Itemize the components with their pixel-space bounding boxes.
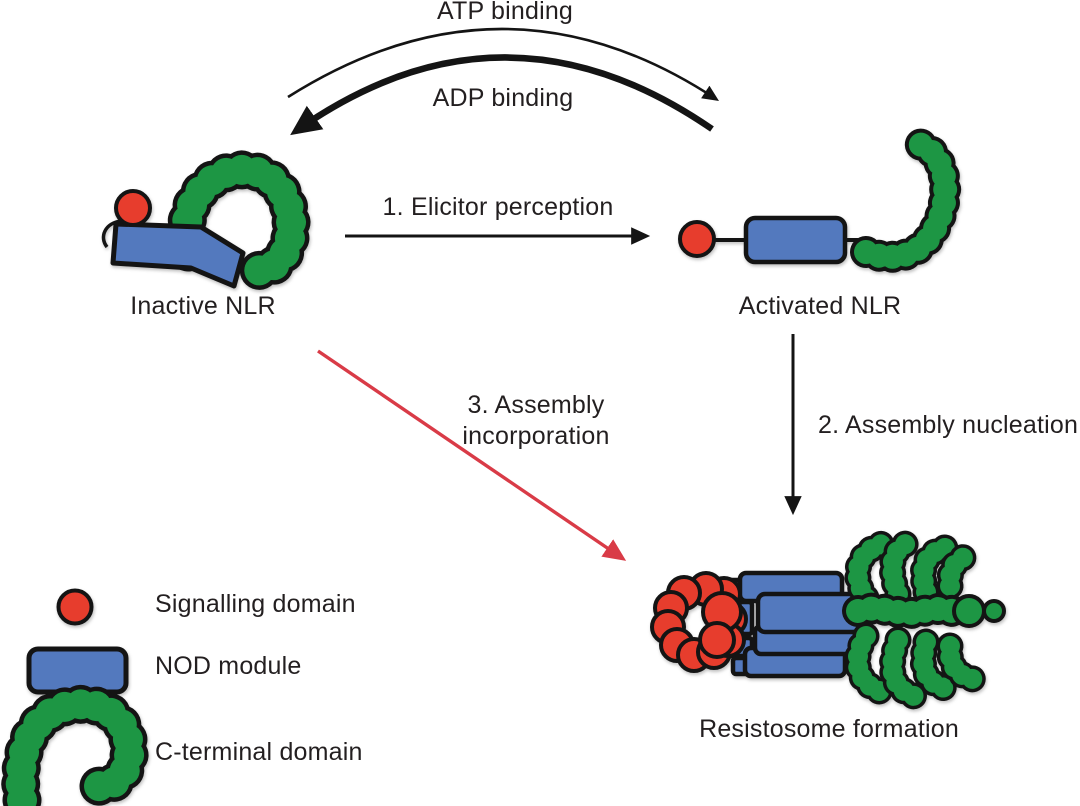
worm <box>171 154 307 286</box>
inactive-c-terminal-domain <box>166 150 311 290</box>
worm <box>854 131 958 269</box>
assembly-incorporation-arrow <box>317 349 627 561</box>
activated-c-terminal-domain <box>850 127 962 273</box>
signalling-domain-icon <box>56 588 94 626</box>
assembly-incorporation-label: 3. Assembly incorporation <box>462 391 610 450</box>
resistosome-signalling-rosette <box>650 571 748 673</box>
worm <box>913 632 959 699</box>
worm <box>847 626 892 702</box>
chain-end-bead <box>982 599 1006 623</box>
c-terminal-domain-icon <box>1 684 149 806</box>
atp-binding-arrow <box>287 27 720 101</box>
resistosome-molecule <box>650 526 1006 710</box>
adp-binding-label: ADP binding <box>432 84 574 112</box>
adp-binding-arrow <box>290 54 714 136</box>
signalling-circle <box>678 220 716 258</box>
petal-large <box>698 621 736 659</box>
legend-glyphs <box>1 588 149 806</box>
legend-label-signalling-domain: Signalling domain <box>155 590 356 618</box>
activated-nlr-label: Activated NLR <box>738 292 902 320</box>
inactive-nod-module <box>110 221 246 289</box>
bent-nod-slab <box>110 221 246 289</box>
nod-slab <box>743 215 848 265</box>
chain-end-bead <box>952 594 986 628</box>
inactive-signalling-domain <box>114 189 152 227</box>
elicitor-perception-label: 1. Elicitor perception <box>382 193 614 221</box>
worm <box>882 530 924 604</box>
activated-signalling-domain <box>678 220 716 258</box>
assembly-nucleation-label: 2. Assembly nucleation <box>818 411 1079 439</box>
legend-circle <box>56 588 94 626</box>
resistosome-c-terminal-fan <box>842 526 1006 710</box>
signalling-circle <box>114 189 152 227</box>
resistosome-formation-label: Resistosome formation <box>699 715 959 743</box>
activated-nlr-molecule <box>678 127 962 273</box>
worm <box>846 596 970 625</box>
inactive-nlr-label: Inactive NLR <box>130 292 276 320</box>
worm <box>5 689 145 806</box>
worm <box>939 544 983 596</box>
inactive-nlr-molecule <box>101 150 311 290</box>
worm <box>913 537 959 602</box>
atp-binding-label: ATP binding <box>436 0 574 25</box>
legend-label-nod-module: NOD module <box>155 652 302 680</box>
worm <box>882 630 924 706</box>
worm <box>847 534 892 608</box>
activated-nod-module <box>743 215 848 265</box>
worm <box>939 636 983 689</box>
legend-label-c-terminal-domain: C-terminal domain <box>155 738 363 766</box>
